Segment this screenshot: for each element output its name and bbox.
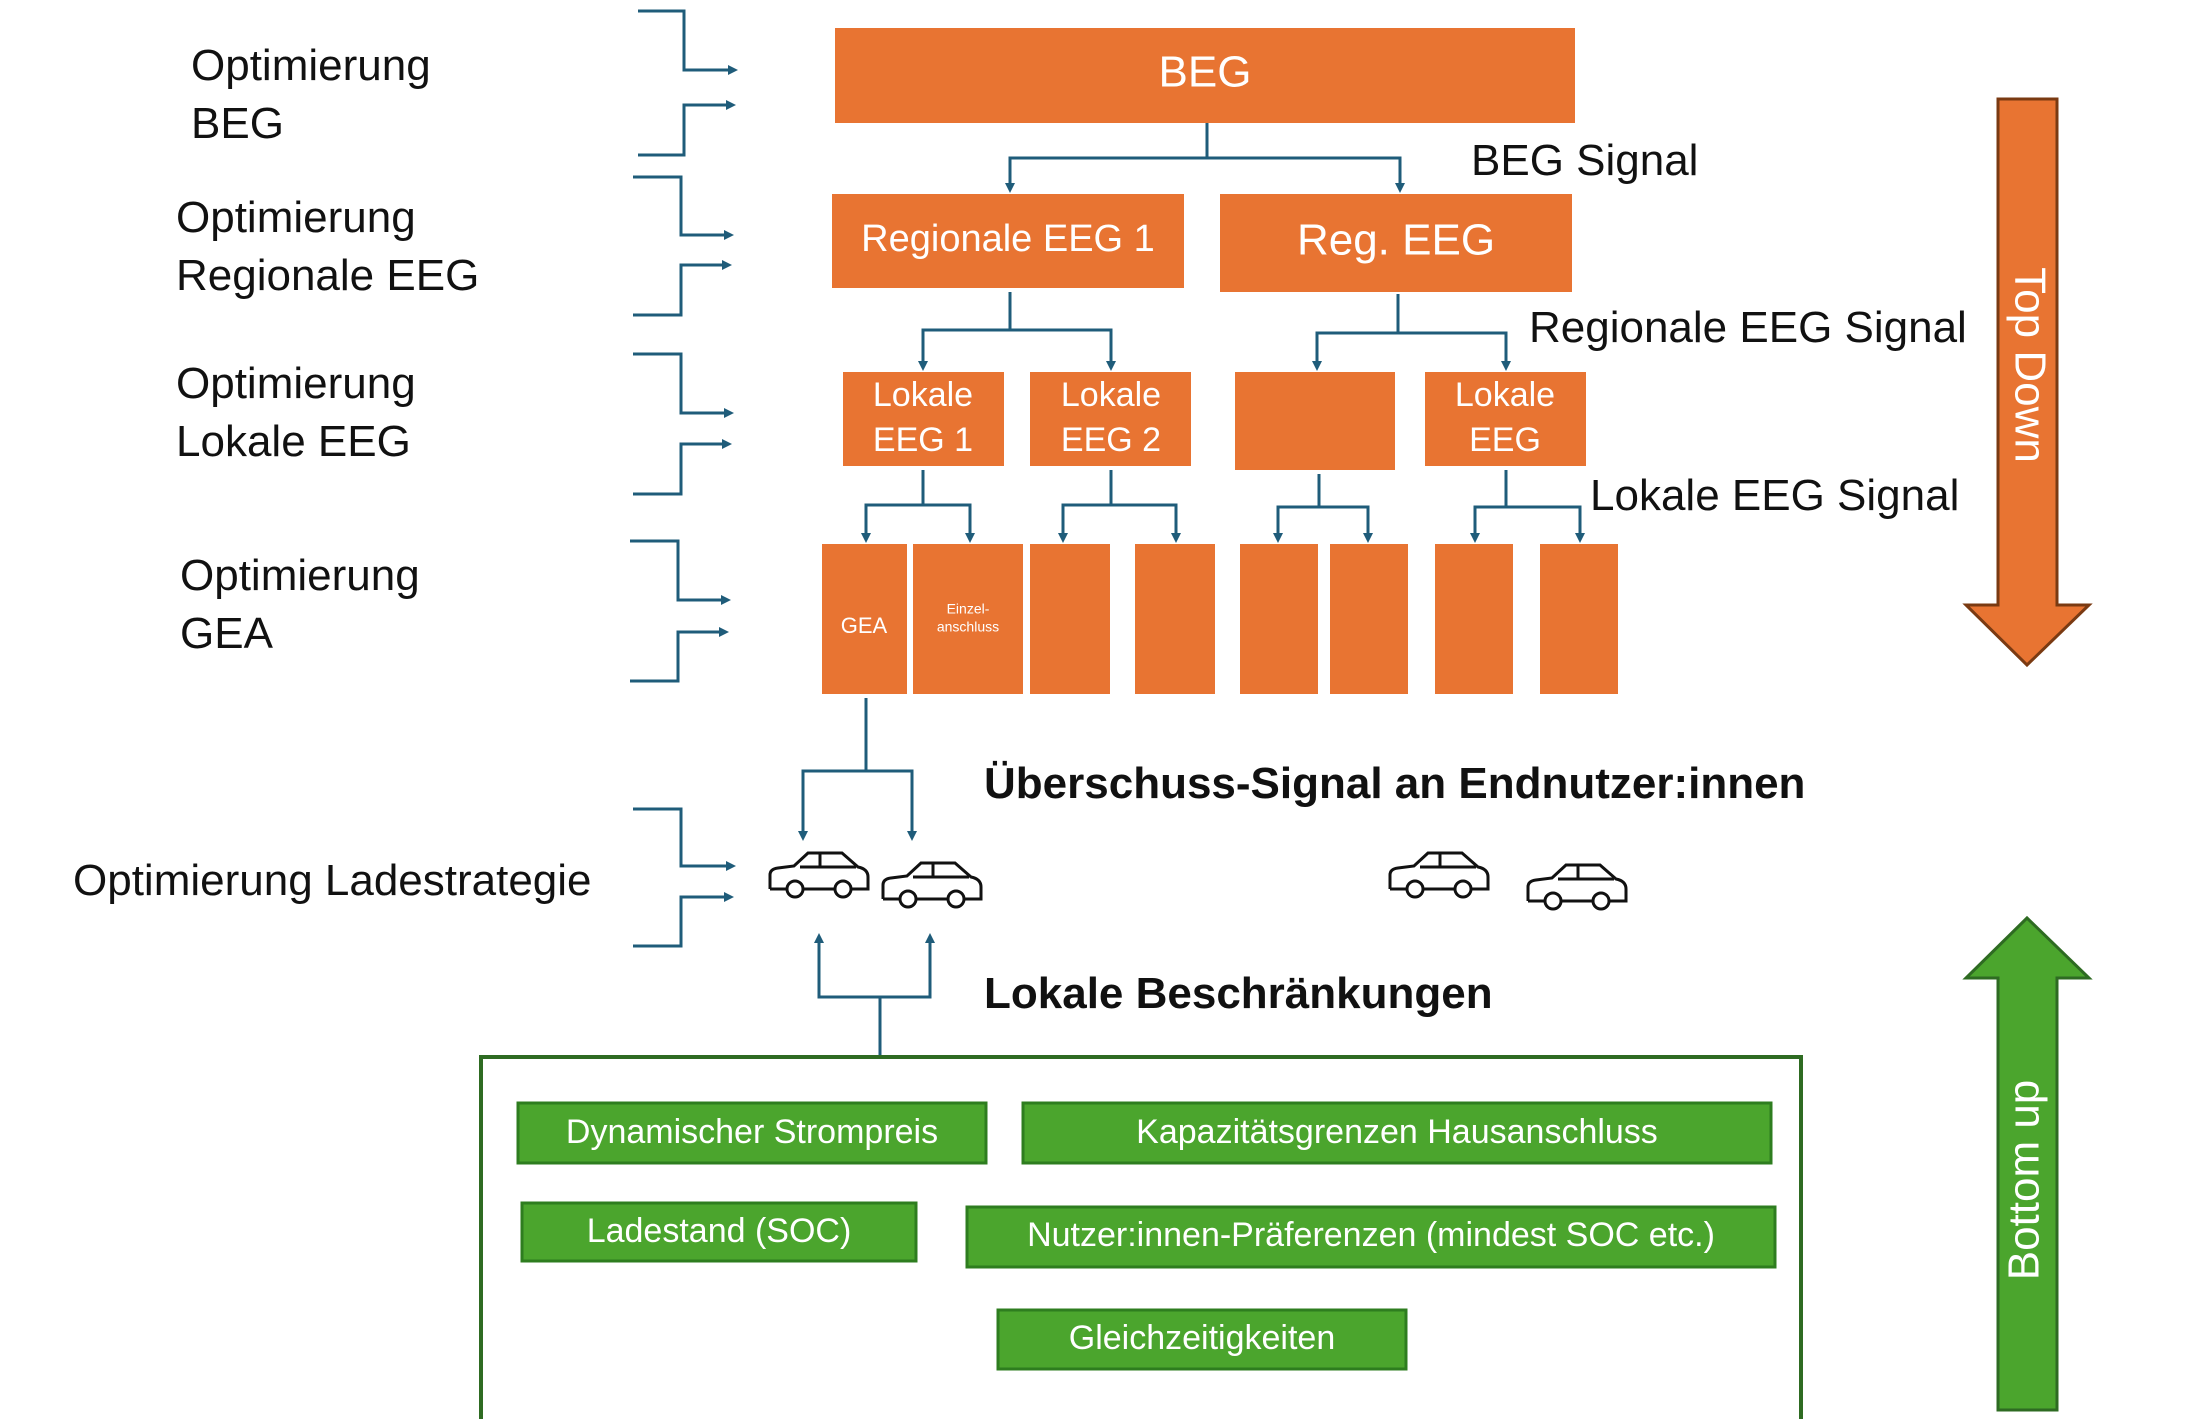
gea-unit-8 — [1540, 544, 1618, 694]
gea-unit-7 — [1435, 544, 1513, 694]
lokale-eeg-1-line1: Lokale — [873, 376, 973, 414]
lokale-eeg-2-box: Lokale EEG 2 — [1030, 372, 1191, 466]
gea-unit-3 — [1030, 544, 1110, 694]
tree-connectors — [798, 123, 1585, 1057]
constraint-ladestand-label: Ladestand (SOC) — [587, 1212, 852, 1250]
lokale-eeg-2-line2: EEG 2 — [1061, 421, 1161, 459]
regional-eeg-1-label: Regionale EEG 1 — [861, 218, 1155, 260]
lokale-eeg-1-line2: EEG 1 — [873, 421, 973, 459]
gea-box-label: GEA — [841, 613, 888, 638]
beg-box: BEG — [835, 28, 1575, 123]
constraint-strompreis: Dynamischer Strompreis — [516, 1101, 988, 1165]
einzelanschluss-line1: Einzel- — [947, 601, 990, 617]
constraint-praeferenzen: Nutzer:innen-Präferenzen (mindest SOC et… — [965, 1205, 1777, 1269]
constraint-praeferenzen-label: Nutzer:innen-Präferenzen (mindest SOC et… — [1027, 1216, 1715, 1254]
level-lokal-line1: Optimierung — [176, 359, 416, 408]
level-labels: Optimierung BEG Optimierung Regionale EE… — [73, 41, 592, 905]
constraints-panel: Dynamischer Strompreis Kapazitätsgrenzen… — [479, 1055, 1803, 1424]
loop-gea — [630, 539, 731, 683]
regional-eeg-2-box: Reg. EEG — [1220, 194, 1572, 292]
gea-unit-6 — [1330, 544, 1408, 694]
car-icon — [768, 851, 870, 899]
top-down-arrow: Top Down — [1962, 97, 2093, 668]
car-icon — [1526, 863, 1628, 911]
lokal-signal-label: Lokale EEG Signal — [1590, 471, 1959, 520]
gea-unit-5 — [1240, 544, 1318, 694]
car-icon — [1388, 851, 1490, 899]
lokale-eeg-2-line1: Lokale — [1061, 376, 1161, 414]
beg-box-label: BEG — [1159, 48, 1252, 97]
level-gea-line2: GEA — [180, 609, 274, 658]
lokale-eeg-4-box: Lokale EEG — [1425, 372, 1586, 466]
loop-lokal — [633, 352, 734, 496]
gea-row: GEA Einzel- anschluss — [822, 544, 1618, 694]
loop-regional — [633, 175, 734, 317]
gea-box: GEA — [822, 544, 907, 694]
car-icons — [768, 851, 1628, 911]
level-regional-line2: Regionale EEG — [176, 251, 479, 300]
beg-signal-label: BEG Signal — [1471, 136, 1698, 185]
signal-labels: BEG Signal Regionale EEG Signal Lokale E… — [984, 136, 1967, 1018]
level-charging-label: Optimierung Ladestrategie — [73, 856, 592, 905]
loop-beg — [638, 9, 738, 157]
level-lokal-line2: Lokale EEG — [176, 417, 411, 466]
car-icon — [881, 861, 983, 909]
lokale-eeg-3-box — [1235, 372, 1395, 470]
level-gea-line1: Optimierung — [180, 551, 420, 600]
constraint-strompreis-label: Dynamischer Strompreis — [566, 1113, 938, 1151]
top-down-label: Top Down — [2005, 267, 2054, 463]
constraint-gleichzeitig-label: Gleichzeitigkeiten — [1069, 1319, 1335, 1357]
einzelanschluss-line2: anschluss — [937, 619, 999, 635]
level-beg-line2: BEG — [191, 99, 284, 148]
optimization-loop-connectors — [630, 9, 738, 948]
level-beg-line1: Optimierung — [191, 41, 431, 90]
constraint-kapazitaet-label: Kapazitätsgrenzen Hausanschluss — [1136, 1113, 1658, 1151]
constraint-gleichzeitig: Gleichzeitigkeiten — [996, 1308, 1408, 1371]
constraint-ladestand: Ladestand (SOC) — [520, 1201, 918, 1263]
level-regional-line1: Optimierung — [176, 193, 416, 242]
bottom-up-arrow: Bottom up — [1962, 915, 2093, 1412]
bottom-up-label: Bottom up — [2000, 1080, 2049, 1281]
loop-charging — [633, 807, 736, 948]
lokale-eeg-4-line2: EEG — [1469, 421, 1541, 459]
beschraenkungen-label: Lokale Beschränkungen — [984, 969, 1493, 1018]
gea-unit-4 — [1135, 544, 1215, 694]
regional-eeg-2-label: Reg. EEG — [1297, 216, 1495, 265]
constraint-kapazitaet: Kapazitätsgrenzen Hausanschluss — [1021, 1101, 1773, 1165]
lokale-eeg-4-line1: Lokale — [1455, 376, 1555, 414]
regional-signal-label: Regionale EEG Signal — [1529, 303, 1967, 352]
ueberschuss-signal-label: Überschuss-Signal an Endnutzer:innen — [984, 759, 1805, 808]
regional-eeg-1-box: Regionale EEG 1 — [832, 194, 1184, 288]
lokale-eeg-1-box: Lokale EEG 1 — [843, 372, 1004, 466]
einzelanschluss-box: Einzel- anschluss — [913, 544, 1023, 694]
